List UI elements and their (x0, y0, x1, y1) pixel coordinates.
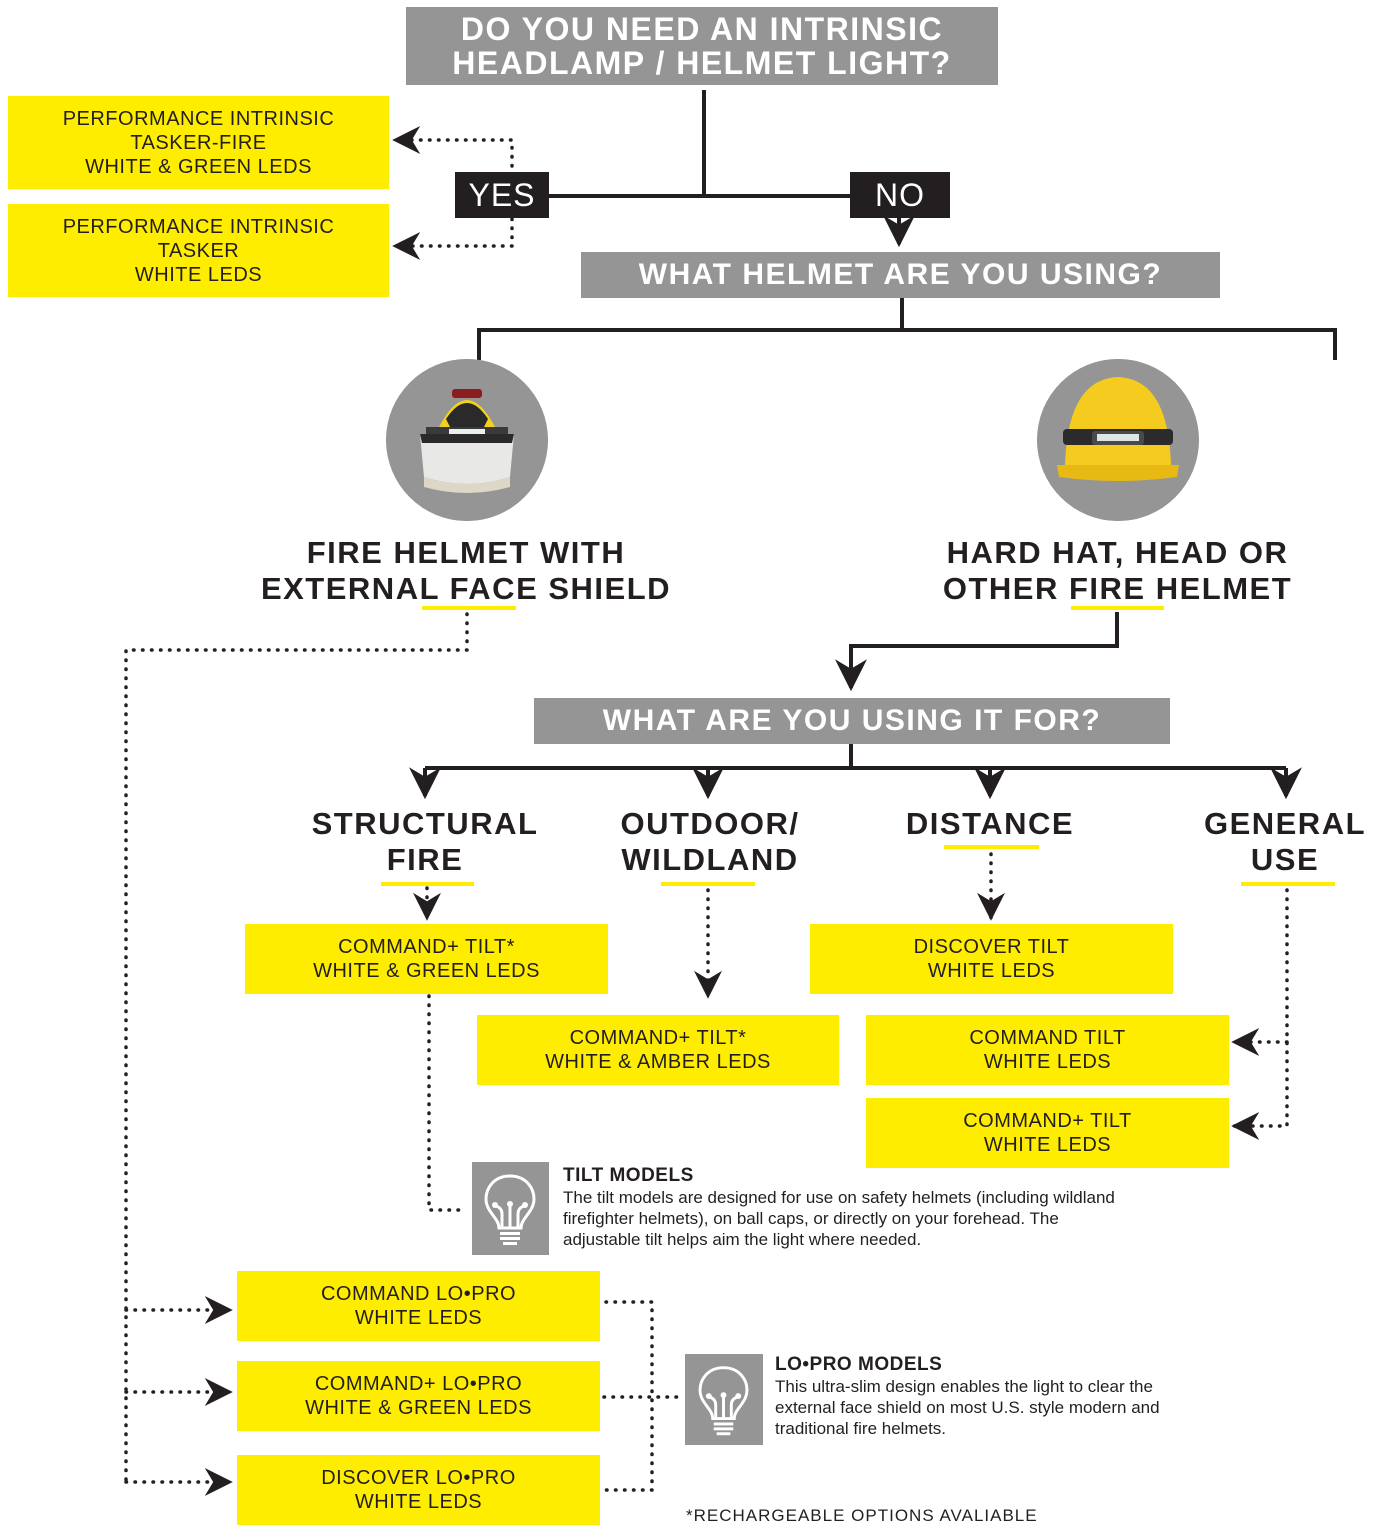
use-question-text: WHAT ARE YOU USING IT FOR? (602, 704, 1102, 737)
start-question-line1: DO YOU NEED AN INTRINSIC (460, 11, 944, 47)
lopro-note-line: This ultra-slim design enables the light… (775, 1377, 1153, 1396)
product-line: COMMAND+ TILT* (569, 1027, 747, 1049)
tilt-note-line: The tilt models are designed for use on … (563, 1188, 1115, 1207)
product-tasker-fire: PERFORMANCE INTRINSIC TASKER-FIRE WHITE … (8, 96, 389, 189)
product-line: COMMAND LO•PRO (320, 1283, 517, 1305)
lightbulb-icon (698, 1366, 749, 1436)
use-outdoor-wildland: OUTDOOR/ WILDLAND (580, 806, 840, 878)
product-line: WHITE LEDS (927, 960, 1056, 982)
fire-helmet-line1: FIRE HELMET WITH (306, 535, 626, 570)
product-line: TASKER-FIRE (130, 131, 267, 154)
lopro-note: LO•PRO MODELS This ultra-slim design ena… (775, 1354, 1335, 1439)
tilt-note-line: adjustable tilt helps aim the light wher… (563, 1230, 922, 1249)
use-distance: DISTANCE (860, 806, 1120, 842)
hard-hat-line1: HARD HAT, HEAD OR (946, 535, 1289, 570)
dotted-yes-tasker-fire (392, 126, 514, 186)
start-question-line2: HEADLAMP / HELMET LIGHT? (452, 45, 952, 81)
product-line: DISCOVER LO•PRO (321, 1467, 516, 1489)
use-question: WHAT ARE YOU USING IT FOR? (534, 698, 1170, 744)
product-line: WHITE LEDS (983, 1051, 1112, 1073)
product-line: COMMAND+ LO•PRO (314, 1373, 523, 1395)
tilt-lightbulb-icon (472, 1162, 549, 1255)
dotted-yes-tasker (392, 208, 514, 260)
lopro-note-line: traditional fire helmets. (775, 1419, 947, 1438)
product-line: COMMAND TILT (969, 1027, 1126, 1049)
general-underline (1241, 882, 1335, 886)
footnote: *RECHARGEABLE OPTIONS AVALIABLE (686, 1506, 1206, 1526)
lopro-note-title: LO•PRO MODELS (775, 1354, 943, 1375)
lopro-lightbulb-icon (685, 1354, 763, 1445)
footnote-text: *RECHARGEABLE OPTIONS AVALIABLE (686, 1506, 1038, 1525)
use-structural-fire: STRUCTURAL FIRE (270, 806, 580, 878)
fire-helmet-icon (386, 359, 548, 521)
product-line: WHITE & AMBER LEDS (545, 1051, 771, 1073)
product-discover-tilt: DISCOVER TILT WHITE LEDS (810, 924, 1173, 994)
yes-label: YES (455, 172, 549, 218)
hard-hat-underline (1071, 606, 1164, 610)
product-line: WHITE LEDS (983, 1134, 1112, 1156)
use-general-line2: USE (1250, 842, 1320, 877)
use-general: GENERAL USE (1180, 806, 1390, 878)
fire-helmet-underline (422, 606, 516, 610)
product-line: WHITE & GREEN LEDS (305, 1397, 532, 1419)
use-distance-line1: DISTANCE (905, 806, 1075, 841)
product-line: COMMAND+ TILT* (338, 936, 515, 958)
use-general-line1: GENERAL (1203, 806, 1367, 841)
hard-hat-label: HARD HAT, HEAD OR OTHER FIRE HELMET (870, 535, 1365, 607)
product-line: WHITE LEDS (354, 1307, 483, 1329)
tilt-note-title: TILT MODELS (563, 1165, 694, 1186)
product-command-tilt: COMMAND TILT WHITE LEDS (866, 1015, 1229, 1085)
dotted-tilt-note (427, 994, 468, 1212)
helmet-question: WHAT HELMET ARE YOU USING? (581, 252, 1220, 298)
structural-underline (381, 882, 474, 886)
product-discover-lopro: DISCOVER LO•PRO WHITE LEDS (237, 1455, 600, 1525)
hard-hat-icon (1037, 359, 1199, 521)
tilt-note: TILT MODELS The tilt models are designed… (563, 1165, 1303, 1250)
outdoor-underline (661, 882, 755, 886)
product-line: DISCOVER TILT (913, 936, 1070, 958)
fire-helmet-line2: EXTERNAL FACE SHIELD (260, 571, 672, 606)
product-command-plus-tilt-green: COMMAND+ TILT* WHITE & GREEN LEDS (245, 924, 608, 994)
product-tasker: PERFORMANCE INTRINSIC TASKER WHITE LEDS (8, 204, 389, 297)
product-command-plus-tilt-amber: COMMAND+ TILT* WHITE & AMBER LEDS (477, 1015, 839, 1085)
product-line: WHITE LEDS (134, 263, 263, 286)
arrow-use (835, 612, 1119, 692)
fire-helmet-label: FIRE HELMET WITH EXTERNAL FACE SHIELD (196, 535, 736, 607)
connector-helmet-branches (477, 328, 1337, 360)
lopro-note-line: external face shield on most U.S. style … (775, 1398, 1160, 1417)
start-question: DO YOU NEED AN INTRINSIC HEADLAMP / HELM… (406, 7, 998, 85)
fire-helmet-photo (386, 359, 548, 521)
product-command-lopro: COMMAND LO•PRO WHITE LEDS (237, 1271, 600, 1341)
product-line: PERFORMANCE INTRINSIC (62, 215, 335, 238)
distance-underline (944, 845, 1039, 849)
use-structural-line1: STRUCTURAL (311, 806, 539, 841)
tilt-note-line: firefighter helmets), on ball caps, or d… (563, 1209, 1059, 1228)
helmet-question-text: WHAT HELMET ARE YOU USING? (638, 258, 1163, 291)
no-label-text: NO (875, 176, 925, 213)
hard-hat-photo (1037, 359, 1199, 521)
product-line: TASKER (157, 239, 240, 262)
lightbulb-icon (484, 1174, 536, 1245)
yes-label-text: YES (468, 176, 536, 213)
dotted-fire-helmet (124, 612, 469, 1484)
product-command-plus-tilt-white: COMMAND+ TILT WHITE LEDS (866, 1098, 1229, 1168)
use-structural-line2: FIRE (386, 842, 464, 877)
product-line: WHITE & GREEN LEDS (313, 960, 540, 982)
no-label: NO (850, 172, 950, 218)
product-line: PERFORMANCE INTRINSIC (62, 107, 335, 130)
product-command-plus-lopro: COMMAND+ LO•PRO WHITE & GREEN LEDS (237, 1361, 600, 1431)
use-outdoor-line2: WILDLAND (621, 842, 799, 877)
use-outdoor-line1: OUTDOOR/ (620, 806, 800, 841)
hard-hat-line2: OTHER FIRE HELMET (942, 571, 1293, 606)
product-line: COMMAND+ TILT (963, 1110, 1132, 1132)
product-line: WHITE & GREEN LEDS (85, 155, 312, 178)
dotted-general-plus (1231, 888, 1289, 1140)
product-line: WHITE LEDS (354, 1491, 483, 1513)
